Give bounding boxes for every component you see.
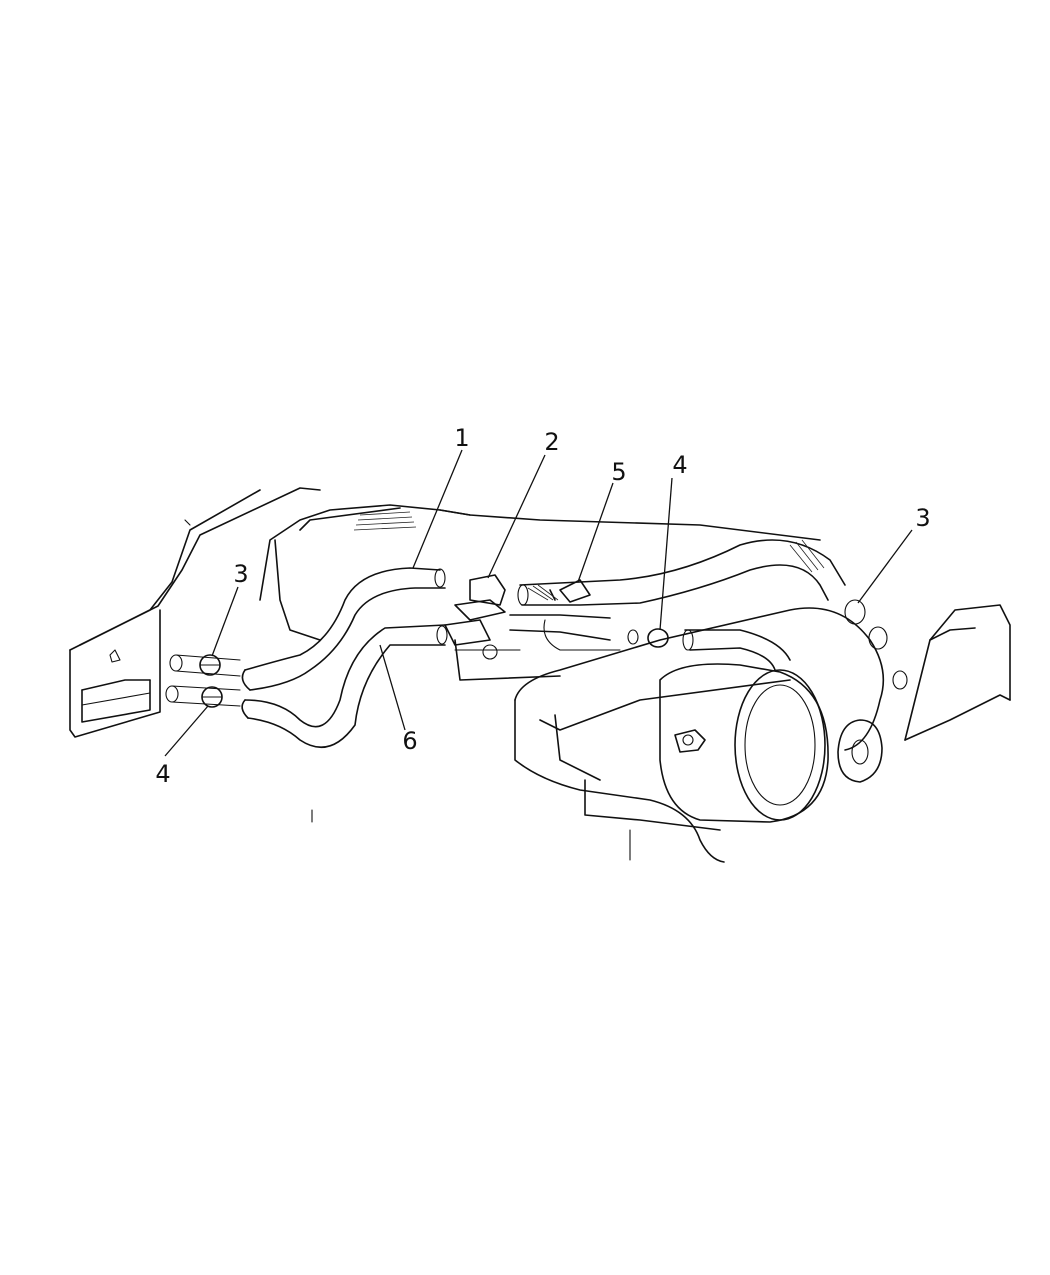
callout-6: 6 [402,727,417,755]
engine-block [259,504,821,681]
radiator-support [844,599,1011,741]
callout-3-right: 3 [915,504,930,532]
firewall-panel [69,487,321,738]
leader-lines [164,449,913,757]
clamp-center [647,628,669,648]
heater-core-nipples [165,654,241,707]
pump-inlet-hose [509,614,791,671]
callout-labels: 1 2 3 3 4 4 5 6 [155,424,930,788]
callout-4-left: 4 [155,760,170,788]
hose-to-pump [517,539,846,606]
hose-clamp-bracket [444,574,506,660]
clamp-left-lower [201,686,223,708]
callout-1: 1 [454,424,469,452]
hose-clip [559,579,591,603]
heater-hose-lower [241,624,448,749]
callout-5: 5 [611,458,626,486]
engine-bracket [514,607,885,863]
callout-4-center: 4 [672,451,687,479]
callout-3-left: 3 [233,560,248,588]
callout-2: 2 [544,428,559,456]
water-pump [659,663,829,823]
heater-hose-upper [241,567,446,691]
clamp-left-upper [199,654,221,676]
